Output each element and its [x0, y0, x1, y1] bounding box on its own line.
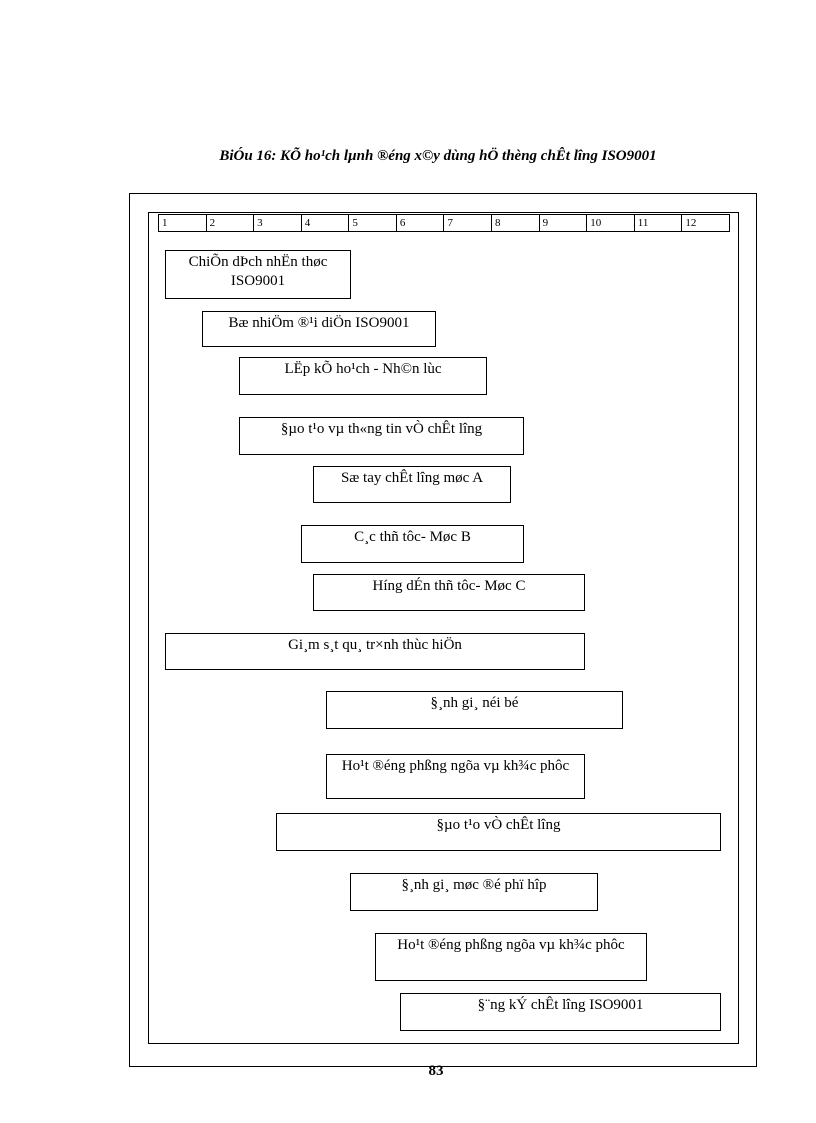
outer-frame: [129, 193, 757, 1067]
step-preventive-corrective-2: Ho¹t ®éng phßng ngõa vµ kh¾c phôc: [375, 933, 647, 981]
step-quality-training-info: §µo t¹o vµ th«ng tin vÒ chÊt lîng: [239, 417, 524, 455]
ruler-cell: 12: [685, 217, 697, 229]
ruler-cell: 9: [540, 215, 588, 231]
ruler-cell: 6: [397, 215, 445, 231]
step-planning-staffing: LËp kÕ ho¹ch - Nh©n lùc: [239, 357, 487, 395]
ruler-cell: 10: [587, 215, 635, 231]
step-quality-manual: Sæ tay chÊt lîng møc A: [313, 466, 511, 503]
ruler-cell: 7: [444, 215, 493, 231]
ruler-cell: 2: [207, 215, 255, 231]
step-preventive-corrective-1: Ho¹t ®éng phßng ngõa vµ kh¾c phôc: [326, 754, 585, 799]
ruler-cell: 4: [302, 215, 350, 231]
ruler-cell: 1: [159, 215, 207, 231]
step-iso-registration: §¨ng kÝ chÊt lîng ISO9001: [400, 993, 721, 1031]
step-work-instructions: Híng dÉn thñ tôc- Møc C: [313, 574, 585, 611]
step-procedures: C¸c thñ tôc- Møc B: [301, 525, 524, 563]
step-conformity-assessment: §¸nh gi¸ møc ®é phï hîp: [350, 873, 598, 911]
step-appoint-representative: Bæ nhiÖm ®¹i diÖn ISO9001: [202, 311, 436, 347]
inner-frame: [148, 212, 739, 1044]
document-title: BiÓu 16: KÕ ho¹ch lµnh ®éng x©y dùng hÖ …: [219, 148, 657, 164]
ruler-cell: 5: [349, 215, 397, 231]
step-awareness-campaign: ChiÕn dÞch nhËn thøc ISO9001: [165, 250, 351, 299]
step-internal-audit: §¸nh gi¸ néi bé: [326, 691, 623, 729]
step-process-monitoring: Gi¸m s¸t qu¸ tr×nh thùc hiÖn: [165, 633, 585, 670]
page-number: 83: [428, 1063, 444, 1079]
ruler-cell: 8: [492, 215, 540, 231]
month-ruler: 1 2 3 4 5 6 7 8 9 10 11 12: [158, 214, 730, 232]
step-quality-training: §µo t¹o vÒ chÊt lîng: [276, 813, 721, 851]
ruler-cell: 11: [635, 215, 683, 231]
ruler-cell: 3: [254, 215, 302, 231]
